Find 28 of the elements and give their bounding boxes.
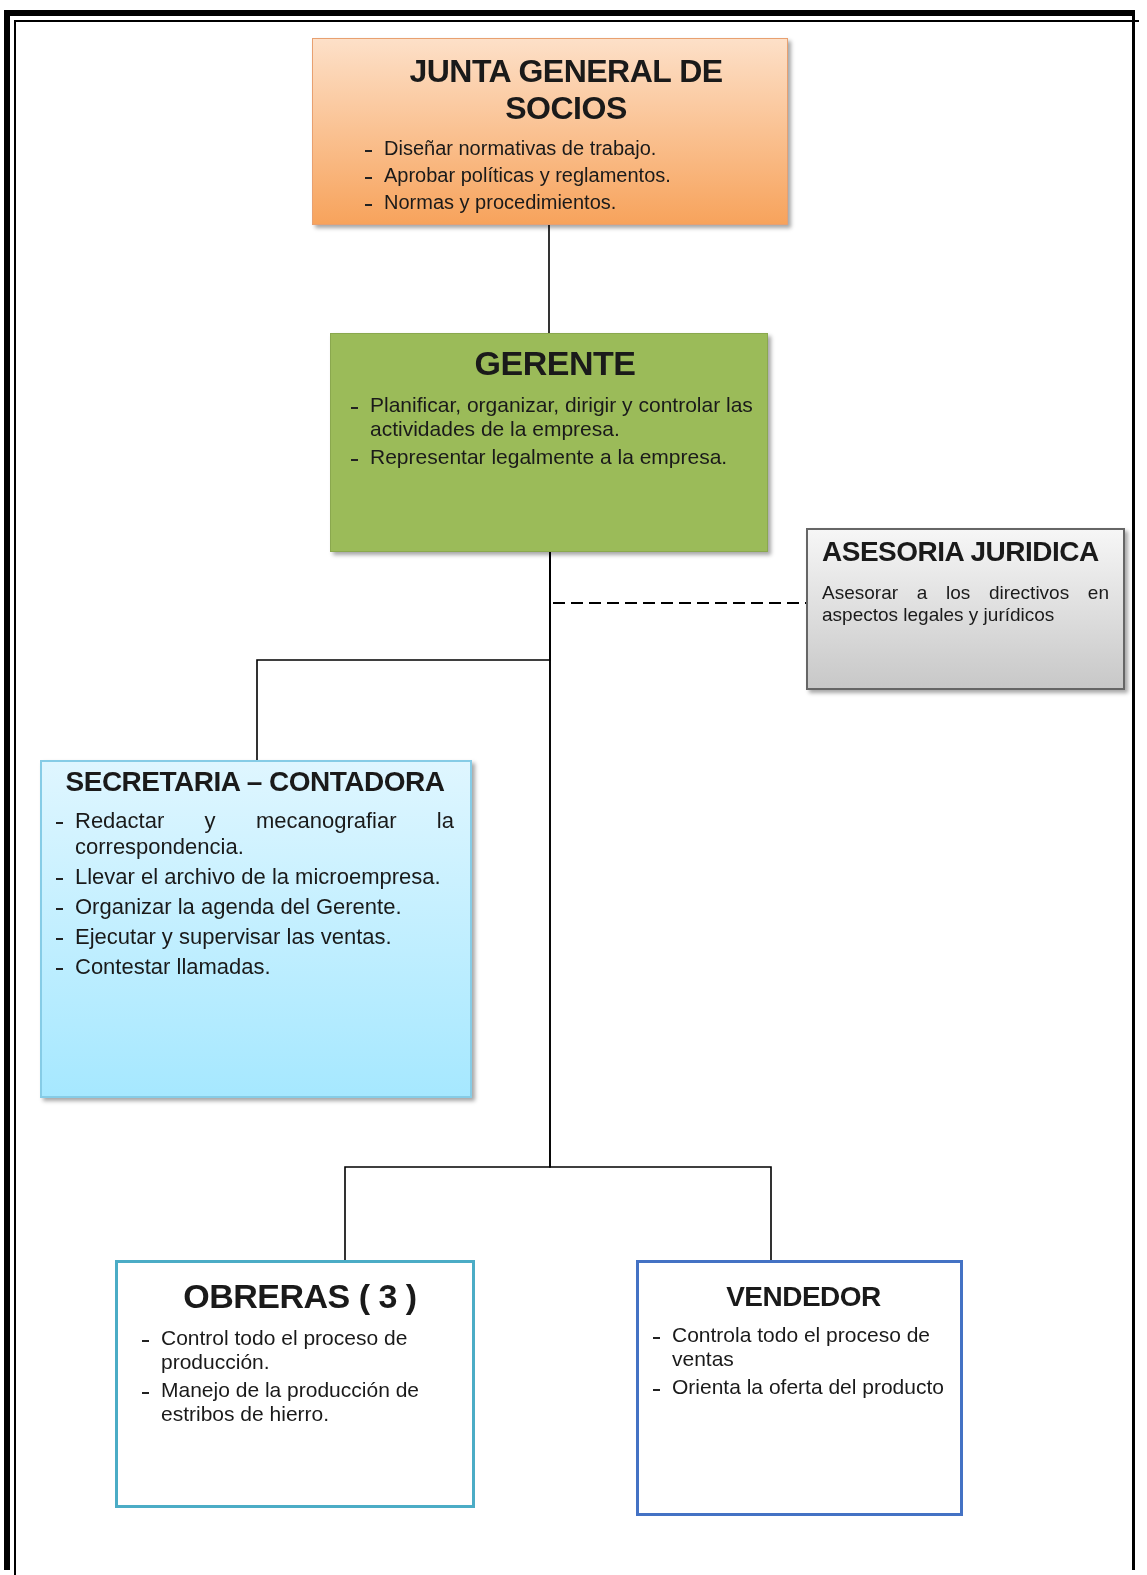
duty-text: Representar legalmente a la empresa.: [370, 445, 729, 469]
duty-text: Contestar llamadas.: [75, 954, 272, 980]
connector-line: [548, 224, 550, 334]
box-title: GERENTE: [473, 344, 637, 383]
org-box: [636, 1260, 963, 1516]
duty-text: Diseñar normativas de trabajo.: [384, 137, 658, 160]
org-box: [40, 760, 472, 1098]
box-title: VENDEDOR: [725, 1281, 882, 1313]
org-box: [312, 38, 788, 225]
duty-text: Planificar, organizar, dirigir y controlar las actividades de la empresa.: [370, 393, 754, 441]
duty-text: Redactar y mecanografiar la correspondencia.: [75, 808, 454, 860]
duty-text: Organizar la agenda del Gerente.: [75, 894, 403, 920]
duty-text: Aprobar políticas y reglamentos.: [384, 164, 672, 187]
box-title: OBRERAS ( 3 ): [182, 1277, 418, 1316]
duty-text: Llevar el archivo de la microempresa.: [75, 864, 442, 890]
org-box: [806, 528, 1125, 690]
duty-text: Manejo de la producción de estribos de hierro.: [161, 1378, 420, 1426]
duty-text: Controla todo el proceso de ventas: [672, 1323, 931, 1371]
duty-text: Ejecutar y supervisar las ventas.: [75, 924, 393, 950]
duty-text: Normas y procedimientos.: [384, 191, 618, 214]
duty-text: Control todo el proceso de producción.: [161, 1326, 409, 1374]
duty-text: Asesorar a los directivos en aspectos legales y jurídicos: [822, 582, 1109, 626]
box-title: ASESORIA JURIDICA: [822, 536, 1100, 568]
duty-text: Orienta la oferta del producto: [672, 1375, 945, 1399]
org-box: [330, 333, 768, 552]
box-title: JUNTA GENERAL DE SOCIOS: [408, 53, 724, 127]
org-box: [115, 1260, 475, 1508]
box-title: SECRETARIA – CONTADORA: [64, 766, 446, 798]
